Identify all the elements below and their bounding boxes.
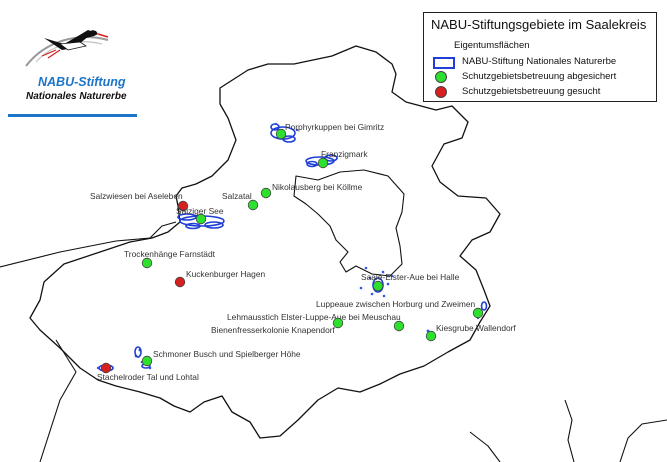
site-marker-saale-elster-aue-bei-halle[interactable]	[372, 280, 384, 292]
site-label-saale-elster-aue-bei-halle: Saale-Elster-Aue bei Halle	[361, 272, 460, 282]
legend-label: NABU-Stiftung Nationales Naturerbe	[462, 56, 617, 67]
legend-item-abgesichert: Schutzgebietsbetreuung abgesichert	[431, 70, 653, 84]
site-marker-salzwiesen-bei-aseleben[interactable]	[177, 200, 189, 212]
neighbour-border-line	[0, 237, 151, 268]
site-marker-lehmausstich-elster-luppe-aue-bei-meuschau[interactable]	[393, 320, 405, 332]
legend-label: Schutzgebietsbetreuung gesucht	[462, 86, 601, 97]
site-marker-porphyrkuppen-bei-gimritz[interactable]	[275, 128, 287, 140]
site-marker-luppeaue-zwischen-horburg-und-zweimen[interactable]	[472, 307, 484, 319]
site-marker-trockenh-nge-farnst-dt[interactable]	[141, 257, 153, 269]
legend-item-gesucht: Schutzgebietsbetreuung gesucht	[431, 85, 653, 99]
site-label-trockenh-nge-farnst-dt: Trockenhänge Farnstädt	[124, 249, 216, 259]
logo-wordmark: NABU-Stiftung	[38, 75, 126, 89]
site-label-franzigmark: Franzigmark	[321, 149, 368, 159]
nabu-logo: NABU-Stiftung Nationales Naturerbe	[8, 22, 138, 122]
logo-tagline: Nationales Naturerbe	[26, 91, 127, 102]
site-marker-schmoner-busch-und-spielberger-h-he[interactable]	[141, 355, 153, 367]
site-layer: Porphyrkuppen bei GimritzFranzigmarkNiko…	[90, 122, 516, 382]
site-label-kiesgrube-wallendorf: Kiesgrube Wallendorf	[436, 323, 516, 333]
neighbour-border-line	[619, 419, 667, 462]
legend-subtitle: Eigentumsflächen	[454, 40, 530, 51]
site-label-lehmausstich-elster-luppe-aue-bei-meuschau: Lehmausstich Elster-Luppe-Aue bei Meusch…	[227, 312, 401, 322]
stork-icon	[25, 30, 109, 67]
site-marker-salzatal[interactable]	[247, 199, 259, 211]
site-label-luppeaue-zwischen-horburg-und-zweimen: Luppeaue zwischen Horburg und Zweimen	[316, 299, 476, 309]
legend-title: NABU-Stiftungsgebiete im Saalekreis	[431, 17, 647, 32]
legend-symbol-green-dot	[431, 70, 455, 84]
site-marker-nikolausberg-bei-k-llme[interactable]	[260, 187, 272, 199]
site-marker-bienenfresserkolonie-knapendorf[interactable]	[332, 317, 344, 329]
legend-label: Schutzgebietsbetreuung abgesichert	[462, 71, 617, 82]
site-label-bienenfresserkolonie-knapendorf: Bienenfresserkolonie Knapendorf	[211, 325, 336, 335]
neighbour-border-line	[149, 221, 177, 239]
halle-city-boundary	[293, 169, 405, 277]
legend-symbol-naturerbe	[431, 55, 455, 69]
site-label-stachelroder-tal-und-lohtal: Stachelroder Tal und Lohtal	[97, 372, 199, 382]
naturerbe-area-gimritz	[270, 122, 299, 143]
legend-box: NABU-Stiftungsgebiete im Saalekreis Eige…	[423, 12, 657, 102]
site-marker-kiesgrube-wallendorf[interactable]	[425, 330, 437, 342]
site-marker-franzigmark[interactable]	[317, 157, 329, 169]
district-boundary	[29, 45, 501, 439]
site-marker-stachelroder-tal-und-lohtal[interactable]	[100, 362, 112, 374]
site-label-salzwiesen-bei-aseleben: Salzwiesen bei Aseleben	[90, 191, 183, 201]
site-label-kuckenburger-hagen: Kuckenburger Hagen	[186, 269, 265, 279]
neighbour-border-line	[564, 399, 575, 462]
legend-item-naturerbe: NABU-Stiftung Nationales Naturerbe	[431, 55, 653, 69]
site-marker-salziger-see[interactable]	[195, 213, 207, 225]
legend-symbol-red-dot	[431, 85, 455, 99]
site-label-salzatal: Salzatal	[222, 191, 252, 201]
neighbour-border-line	[39, 339, 77, 462]
neighbour-border-line	[469, 431, 501, 462]
site-label-nikolausberg-bei-k-llme: Nikolausberg bei Köllme	[272, 182, 363, 192]
site-marker-kuckenburger-hagen[interactable]	[174, 276, 186, 288]
site-label-porphyrkuppen-bei-gimritz: Porphyrkuppen bei Gimritz	[285, 122, 384, 132]
logo-underline	[8, 114, 137, 117]
site-label-schmoner-busch-und-spielberger-h-he: Schmoner Busch und Spielberger Höhe	[153, 349, 301, 359]
site-label-salziger-see: Salziger See	[176, 206, 224, 216]
